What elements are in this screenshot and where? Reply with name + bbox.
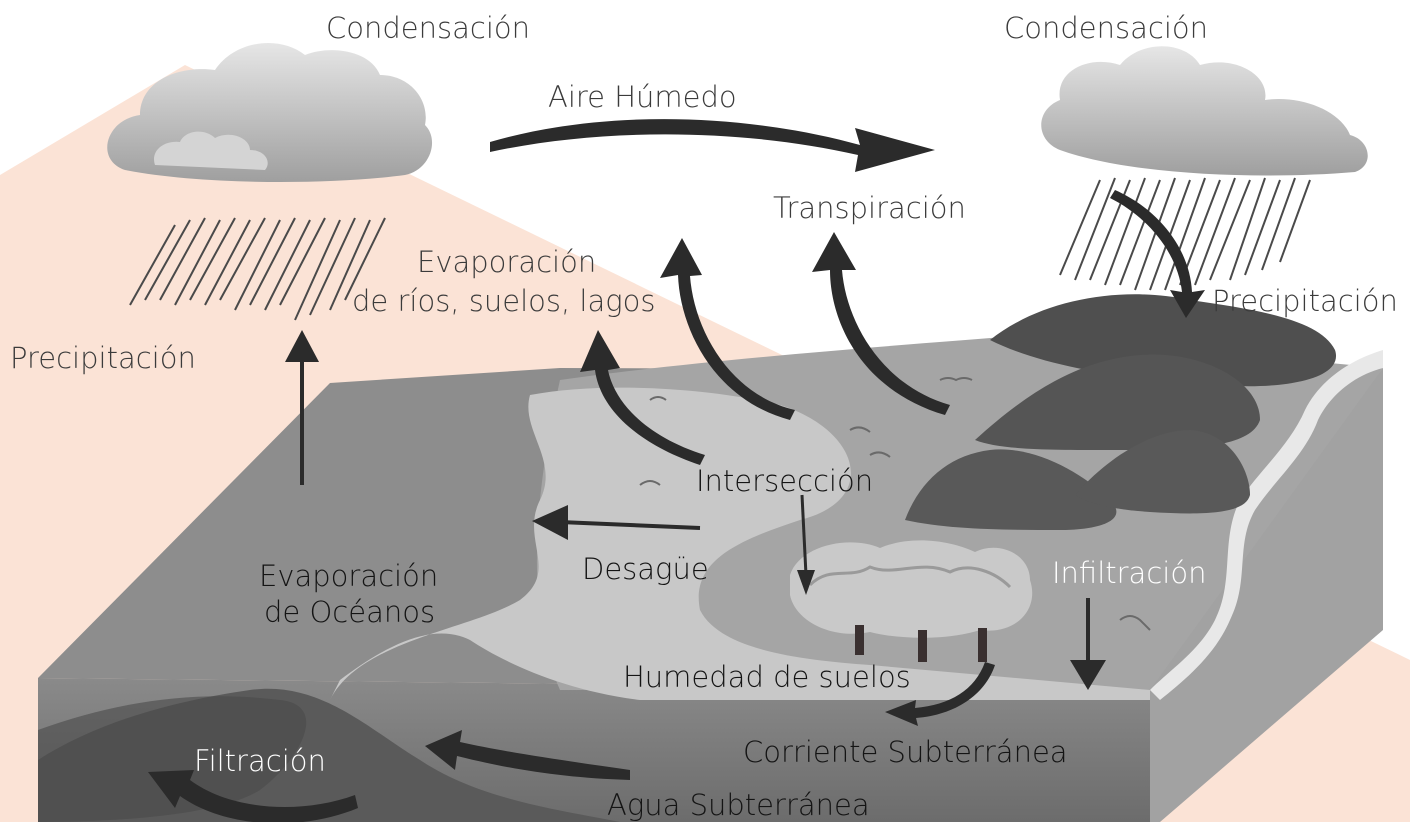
transpiration-label: Transpiración [773, 192, 966, 225]
underground-current-label: Corriente Subterránea [743, 736, 1068, 769]
runoff-label: Desagüe [582, 553, 709, 586]
humid-air-arrow [490, 119, 935, 172]
condensation-right-label: Condensación [1004, 12, 1208, 45]
humid-air-label: Aire Húmedo [548, 81, 737, 114]
evaporation-ocean-label-line2: de Océanos [264, 596, 435, 629]
evaporation-land-label-line1: Evaporación [417, 246, 596, 279]
filtration-label: Filtración [194, 745, 326, 778]
evaporation-ocean-label-line1: Evaporación [259, 560, 438, 593]
interception-label: Intersección [696, 465, 873, 498]
soil-moisture-label: Humedad de suelos [623, 661, 911, 694]
infiltration-label: Infiltración [1052, 557, 1206, 590]
precipitation-left-label: Precipitación [10, 342, 196, 375]
groundwater-label: Agua Subterránea [607, 789, 870, 822]
precipitation-right-label: Precipitación [1212, 285, 1398, 318]
condensation-left-label: Condensación [326, 12, 530, 45]
cloud-right [1041, 46, 1367, 175]
cloud-left [107, 43, 432, 182]
evaporation-land-label-line2: de ríos, suelos, lagos [352, 285, 656, 318]
